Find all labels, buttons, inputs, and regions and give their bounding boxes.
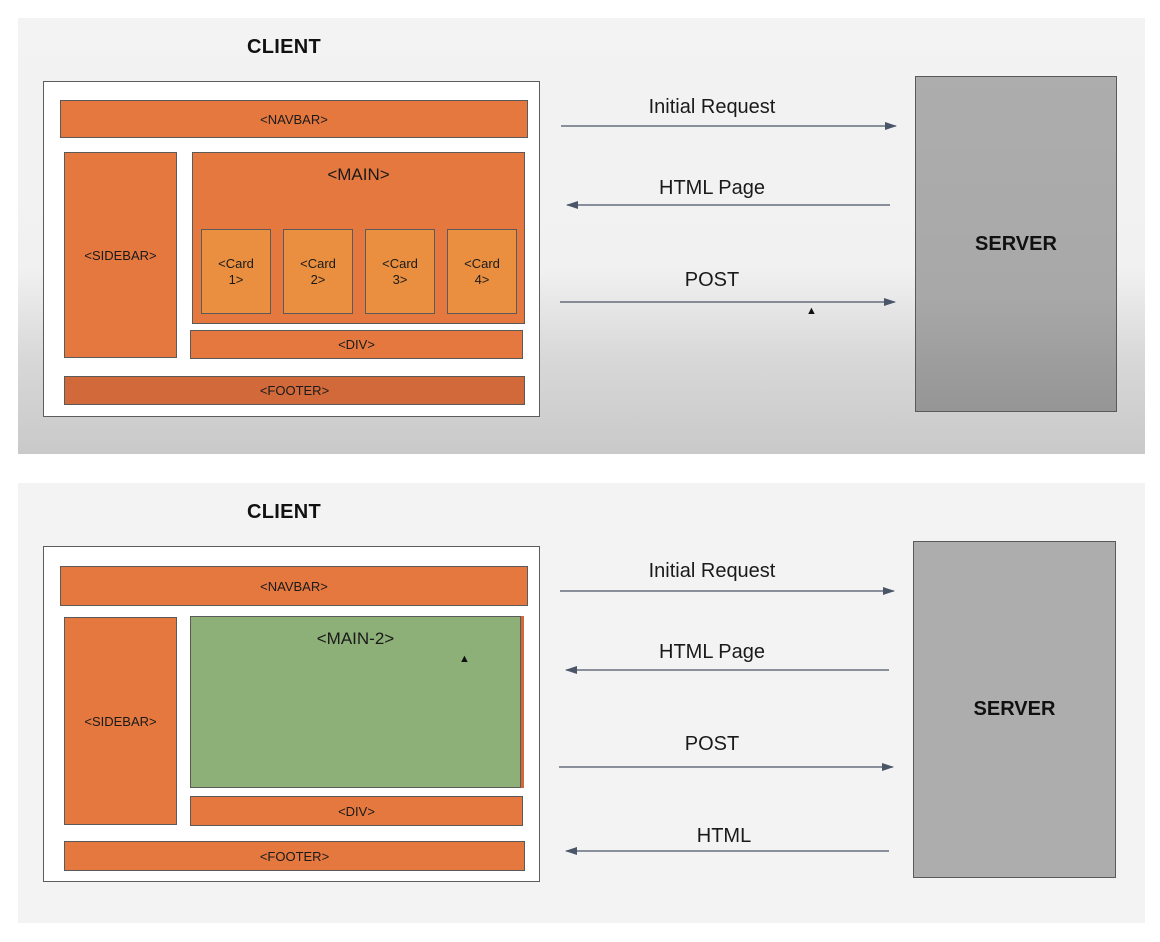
- main-2-box: <MAIN-2>: [190, 616, 521, 788]
- mouse-cursor-icon: ▲: [806, 305, 817, 317]
- navbar-box: <NAVBAR>: [60, 566, 528, 606]
- client-frame: <NAVBAR> <SIDEBAR> <MAIN-2> <DIV> <FOOTE…: [43, 546, 540, 882]
- request-arrows: [559, 587, 895, 855]
- client-label: CLIENT: [247, 36, 322, 58]
- diagram-panel-1: CLIENT <NAVBAR> <SIDEBAR> <MAIN> <Card 1…: [18, 18, 1145, 454]
- main-box: <MAIN> <Card 1> <Card 2> <Card 3> <Card …: [192, 152, 525, 324]
- main-label: <MAIN>: [327, 165, 390, 184]
- sidebar-box: <SIDEBAR>: [64, 617, 177, 825]
- arrow-label-html: HTML: [696, 825, 752, 847]
- arrow-label-html-page: HTML Page: [659, 641, 765, 663]
- arrow-label-html-page: HTML Page: [659, 177, 765, 199]
- card-3: <Card 3>: [365, 229, 435, 314]
- diagram-panel-2: CLIENT <NAVBAR> <SIDEBAR> <MAIN-2> <DIV>…: [18, 483, 1145, 923]
- div-box: <DIV>: [190, 330, 523, 359]
- client-frame: <NAVBAR> <SIDEBAR> <MAIN> <Card 1> <Card…: [43, 81, 540, 417]
- mouse-cursor-icon: ▲: [459, 653, 470, 665]
- card-4: <Card 4>: [447, 229, 517, 314]
- request-arrows: [560, 122, 897, 306]
- arrow-label-post: POST: [684, 733, 740, 755]
- client-label: CLIENT: [247, 501, 322, 523]
- card-2: <Card 2>: [283, 229, 353, 314]
- card-1: <Card 1>: [201, 229, 271, 314]
- arrow-label-initial-request: Initial Request: [648, 96, 776, 118]
- footer-box: <FOOTER>: [64, 376, 525, 405]
- div-box: <DIV>: [190, 796, 523, 826]
- arrow-label-initial-request: Initial Request: [648, 560, 776, 582]
- footer-box: <FOOTER>: [64, 841, 525, 871]
- arrow-label-post: POST: [684, 269, 740, 291]
- navbar-box: <NAVBAR>: [60, 100, 528, 138]
- server-box: SERVER: [915, 76, 1117, 412]
- sidebar-box: <SIDEBAR>: [64, 152, 177, 358]
- server-box: SERVER: [913, 541, 1116, 878]
